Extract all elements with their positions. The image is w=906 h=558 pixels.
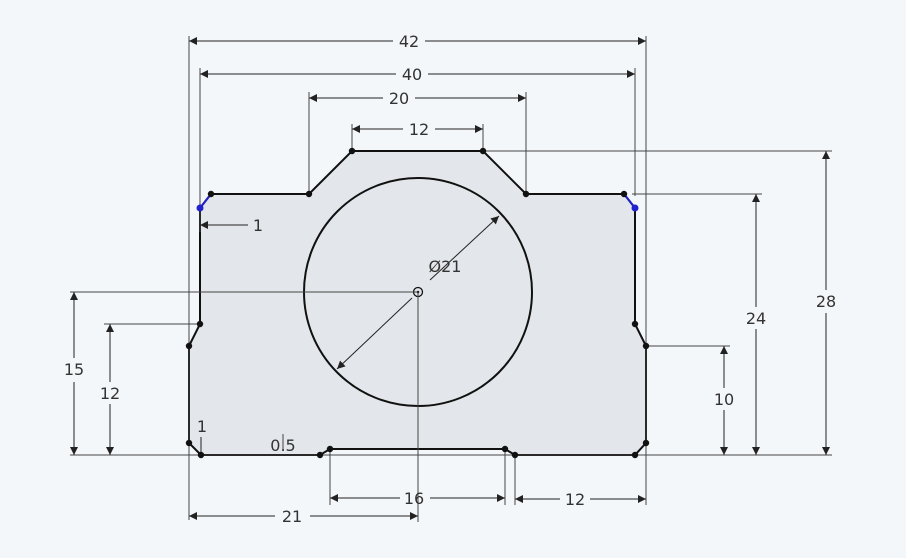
dim-slot-depth[interactable]: 0.5 (270, 436, 295, 455)
vertex-point[interactable] (197, 451, 205, 459)
dim-total-height[interactable]: 28 (816, 292, 836, 311)
vertex-point[interactable] (522, 190, 530, 198)
vertex-point[interactable] (185, 439, 193, 447)
vertex-point[interactable] (631, 451, 639, 459)
vertex-point[interactable] (326, 445, 334, 453)
dim-width-upper[interactable]: 40 (402, 65, 422, 84)
dim-edge-offset[interactable]: 1 (253, 216, 263, 235)
selected-vertex-point[interactable] (631, 204, 639, 212)
dim-foot-offset[interactable]: 1 (197, 417, 207, 436)
dim-width-overall[interactable]: 42 (399, 32, 419, 51)
vertex-point[interactable] (620, 190, 628, 198)
vertex-point[interactable] (642, 342, 650, 350)
vertex-point[interactable] (642, 439, 650, 447)
extension-lines (70, 36, 832, 522)
vertex-point[interactable] (305, 190, 313, 198)
vertex-point[interactable] (185, 342, 193, 350)
dim-width-top[interactable]: 20 (389, 89, 409, 108)
dim-right-step[interactable]: 10 (714, 390, 734, 409)
dim-width-top-flat[interactable]: 12 (409, 120, 429, 139)
vertex-point[interactable] (196, 320, 204, 328)
dim-center-x[interactable]: 21 (282, 507, 302, 526)
dim-right-foot[interactable]: 12 (565, 490, 585, 509)
dim-right-upper[interactable]: 24 (746, 309, 766, 328)
dimension-lines (70, 37, 830, 520)
vertex-point[interactable] (479, 147, 487, 155)
dim-circle-diameter[interactable]: Ø21 (429, 257, 462, 276)
dim-center-height[interactable]: 15 (64, 360, 84, 379)
selected-vertex-point[interactable] (196, 204, 204, 212)
vertex-point[interactable] (511, 451, 519, 459)
vertex-point[interactable] (348, 147, 356, 155)
dim-step-height[interactable]: 12 (100, 384, 120, 403)
vertex-points (185, 147, 650, 459)
vertex-point[interactable] (501, 445, 509, 453)
vertex-point[interactable] (207, 190, 215, 198)
dim-bottom-slot[interactable]: 16 (404, 489, 424, 508)
vertex-point[interactable] (631, 320, 639, 328)
vertex-point[interactable] (316, 451, 324, 459)
